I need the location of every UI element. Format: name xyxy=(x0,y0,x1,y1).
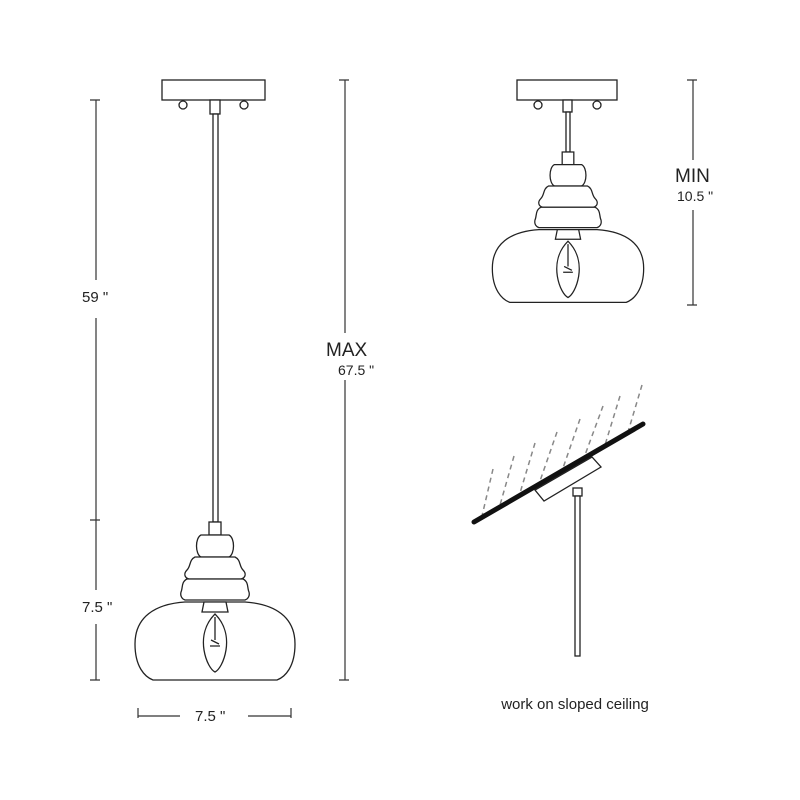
canopy xyxy=(516,79,618,101)
pendant-min-drawing xyxy=(491,79,645,303)
fixture-width-label: 7.5 " xyxy=(195,708,225,725)
canopy-screw xyxy=(533,100,543,110)
min-value: 10.5 " xyxy=(677,188,713,204)
max-value: 67.5 " xyxy=(338,362,374,378)
min-label: MIN xyxy=(675,166,710,187)
rod xyxy=(212,113,219,523)
canopy xyxy=(161,79,266,101)
ceiling-hatching xyxy=(481,384,643,517)
pendant-max-drawing xyxy=(134,79,296,681)
rod xyxy=(565,111,571,153)
dimension-fixture-width: 7.5 " xyxy=(137,708,292,725)
fixture-height-label: 7.5 " xyxy=(82,599,112,616)
max-label: MAX xyxy=(326,340,368,361)
lamp-head xyxy=(491,151,645,303)
canopy-stem xyxy=(562,99,573,113)
dimension-max: MAX 67.5 " xyxy=(326,79,374,681)
canopy-screw xyxy=(592,100,602,110)
dimension-fixture-height: 7.5 " xyxy=(82,520,112,681)
cord-length-label: 59 " xyxy=(82,289,108,306)
lamp-head xyxy=(134,521,296,681)
canopy-screw xyxy=(239,100,249,110)
sloped-ceiling xyxy=(471,421,646,525)
canopy-stem xyxy=(209,99,221,115)
sloped-ceiling-drawing xyxy=(471,384,646,657)
dimension-cord: 59 " xyxy=(82,99,108,521)
swivel-joint xyxy=(572,487,583,497)
rod xyxy=(574,495,581,657)
sloped-canopy-bracket xyxy=(534,456,603,502)
sloped-ceiling-caption: work on sloped ceiling xyxy=(500,696,649,713)
canopy-screw xyxy=(178,100,188,110)
dimension-min: MIN 10.5 " xyxy=(675,79,713,306)
